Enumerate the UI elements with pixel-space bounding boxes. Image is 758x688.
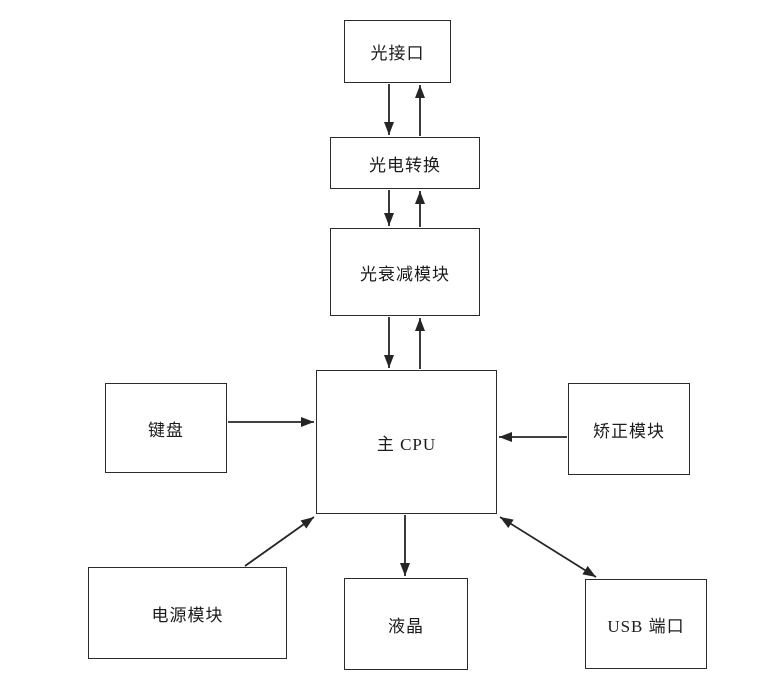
- node-lcd-label: 液晶: [388, 616, 424, 636]
- node-correction-module-label: 矫正模块: [593, 421, 665, 441]
- node-main-cpu-label: 主 CPU: [376, 434, 437, 454]
- node-usb-port: USB 端口: [585, 579, 707, 669]
- arrow-main-cpu-usb-port-bidirectional: [499, 516, 597, 578]
- node-main-cpu: 主 CPU: [316, 370, 497, 514]
- node-optical-interface: 光接口: [344, 20, 451, 83]
- node-power-module: 电源模块: [88, 567, 287, 659]
- node-optical-attenuation-module-label: 光衰减模块: [360, 264, 450, 284]
- node-optical-attenuation-module: 光衰减模块: [330, 228, 480, 316]
- arrow-power-module-to-main-cpu: [244, 516, 315, 567]
- node-optical-interface-label: 光接口: [370, 44, 425, 63]
- node-keyboard-label: 键盘: [148, 420, 184, 440]
- node-correction-module: 矫正模块: [568, 383, 690, 475]
- node-usb-port-label: USB 端口: [607, 616, 685, 636]
- node-photoelectric-conversion: 光电转换: [330, 137, 480, 189]
- node-power-module-label: 电源模块: [151, 605, 224, 625]
- node-lcd: 液晶: [344, 578, 468, 670]
- node-photoelectric-conversion-label: 光电转换: [369, 155, 441, 175]
- node-keyboard: 键盘: [105, 383, 227, 473]
